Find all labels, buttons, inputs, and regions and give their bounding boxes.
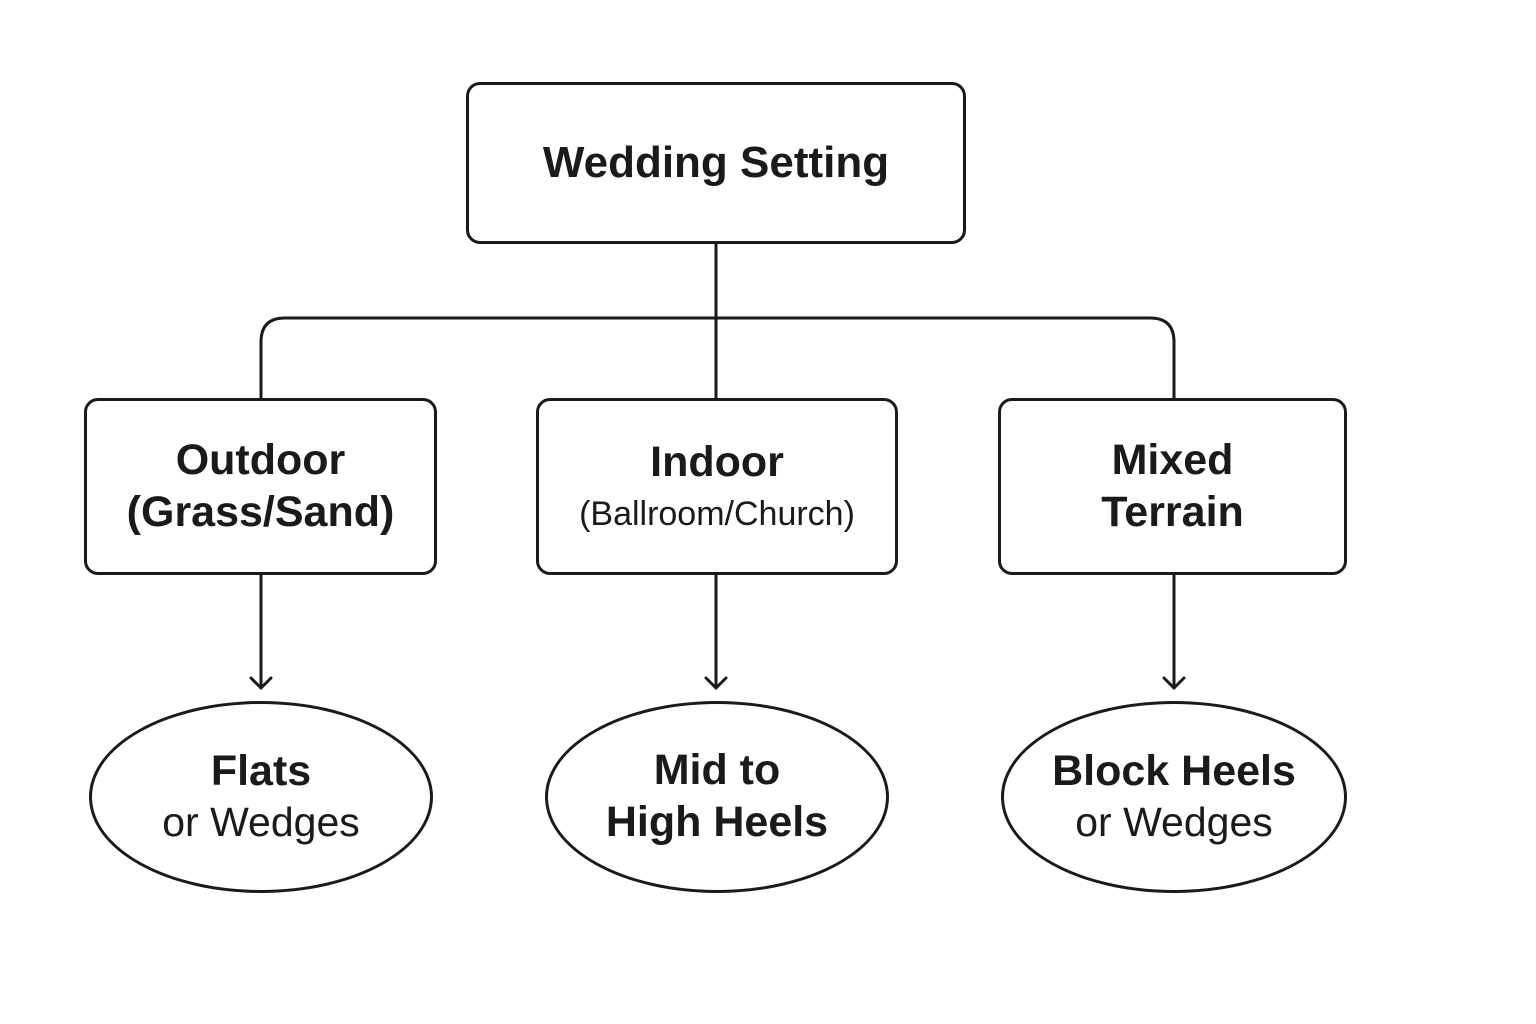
recommendation-title: Mid to bbox=[653, 746, 781, 795]
recommendation-title: Block Heels bbox=[1052, 746, 1296, 795]
indoor-to-heels-arrowhead bbox=[704, 676, 728, 690]
recommendation-node-flats: Flats or Wedges bbox=[89, 701, 433, 893]
recommendation-subtitle: or Wedges bbox=[1075, 799, 1273, 846]
setting-node-indoor: Indoor (Ballroom/Church) bbox=[536, 398, 898, 575]
setting-node-subtitle: (Ballroom/Church) bbox=[579, 495, 855, 534]
setting-node-title: Mixed bbox=[1111, 435, 1234, 484]
setting-node-title: Indoor bbox=[650, 438, 784, 487]
recommendation-subtitle: High Heels bbox=[605, 798, 829, 846]
recommendation-subtitle: or Wedges bbox=[162, 799, 360, 846]
setting-node-outdoor: Outdoor (Grass/Sand) bbox=[84, 398, 437, 575]
setting-node-mixed: Mixed Terrain bbox=[998, 398, 1347, 575]
recommendation-node-block-heels: Block Heels or Wedges bbox=[1001, 701, 1347, 893]
recommendation-title: Flats bbox=[210, 746, 312, 795]
setting-node-subtitle: (Grass/Sand) bbox=[126, 487, 395, 536]
root-node-label: Wedding Setting bbox=[542, 137, 890, 187]
outdoor-to-flats-arrowhead bbox=[249, 676, 273, 690]
mixed-to-block-arrowhead bbox=[1162, 676, 1186, 690]
recommendation-node-heels: Mid to High Heels bbox=[545, 701, 889, 893]
setting-node-subtitle: Terrain bbox=[1101, 487, 1244, 536]
setting-node-title: Outdoor bbox=[175, 435, 346, 484]
root-node-wedding-setting: Wedding Setting bbox=[466, 82, 966, 244]
branch-bar-line bbox=[259, 316, 1176, 400]
